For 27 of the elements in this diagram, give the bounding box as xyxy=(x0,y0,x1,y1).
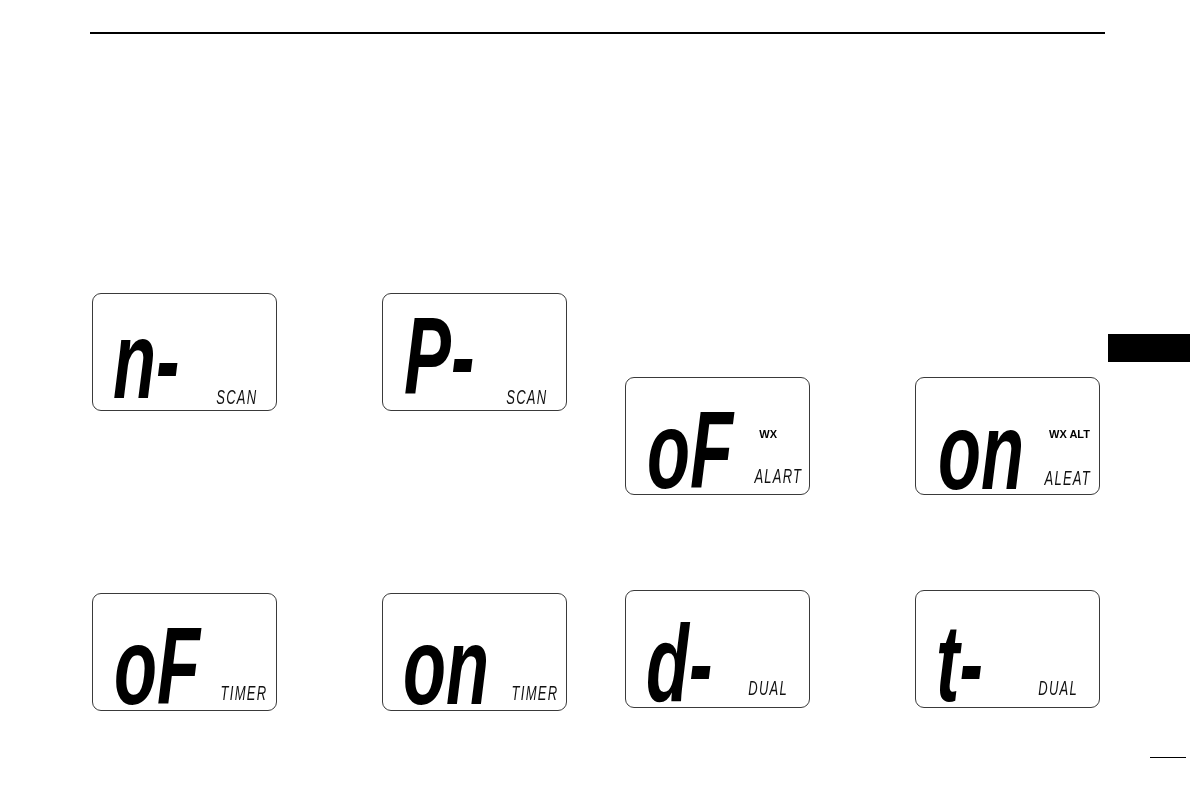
lcd-display-panel xyxy=(92,293,277,411)
lcd-display-panel xyxy=(625,377,810,495)
lcd-mode-label: ALEAT xyxy=(1044,467,1091,489)
lcd-readout: d- xyxy=(646,613,713,713)
lcd-indicator: WX ALT xyxy=(1049,429,1090,440)
lcd-mode-label: DUAL xyxy=(748,677,788,699)
lcd-mode-label: TIMER xyxy=(220,682,267,704)
lcd-display-panel xyxy=(382,593,567,711)
lcd-mode-label: SCAN xyxy=(505,386,547,408)
lcd-display-panel xyxy=(915,590,1100,708)
lcd-mode-label: ALART xyxy=(754,465,802,487)
lcd-display-panel xyxy=(915,377,1100,495)
lcd-mode-label: TIMER xyxy=(511,682,558,704)
section-tab xyxy=(1108,334,1190,362)
lcd-readout: on xyxy=(938,401,1024,501)
lcd-display-panel xyxy=(92,593,277,711)
lcd-readout: P- xyxy=(404,306,475,406)
lcd-display-panel xyxy=(382,293,567,411)
lcd-display-panel xyxy=(625,590,810,708)
lcd-mode-label: SCAN xyxy=(215,386,257,408)
lcd-indicator: WX xyxy=(759,429,777,440)
lcd-readout: on xyxy=(403,616,489,716)
lcd-readout: t- xyxy=(936,613,983,713)
lcd-mode-label: DUAL xyxy=(1038,677,1078,699)
lcd-readout: oF xyxy=(114,616,200,716)
lcd-readout: n- xyxy=(113,310,180,410)
lcd-readout: oF xyxy=(647,400,733,500)
